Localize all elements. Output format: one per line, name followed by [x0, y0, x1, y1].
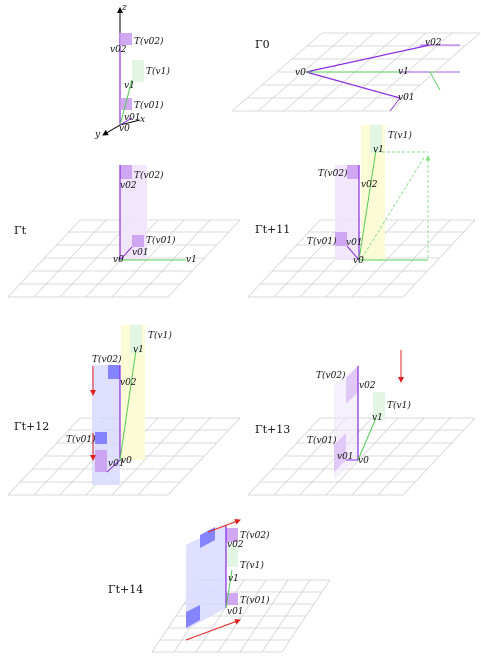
- gt12-cube-v01: [95, 450, 107, 472]
- axis-z-label: z: [121, 3, 127, 13]
- axis-x-label: x: [140, 115, 145, 125]
- panel-axes: z y x T(v02) v02 T(v1) v1 T(v01) v01 v0: [94, 3, 170, 140]
- gt13-label-v0: v0: [358, 456, 369, 466]
- gt12-label-v01: v01: [108, 459, 125, 469]
- label-v0: v0: [119, 124, 130, 134]
- gt13-prism: [334, 366, 358, 479]
- gt14-label-Tv1: T(v1): [240, 560, 264, 571]
- g0-label-v1: v1: [398, 67, 409, 77]
- gt11-label-Tv01: T(v01): [307, 236, 337, 247]
- gt14-label-Tv01: T(v01): [240, 595, 270, 606]
- gt12-label-v0: v0: [121, 456, 132, 466]
- gt14-cube-v01: [226, 593, 238, 605]
- cube-v1: [132, 60, 144, 82]
- g0-label-v0: v0: [295, 68, 306, 78]
- gt-label-v02: v02: [120, 181, 137, 191]
- grid-gammat11: [247, 219, 476, 298]
- gt12-cube-v1: [130, 325, 142, 353]
- gt12-label-v02: v02: [120, 378, 137, 388]
- gt14-label-v1: v1: [228, 574, 239, 584]
- gt13-label-Tv02: T(v02): [316, 370, 346, 381]
- gt14-blue-prism: [186, 525, 226, 630]
- label-v01: v01: [124, 113, 141, 123]
- panel-gamma-t12: Γt+12 T(v1) v1 T(v02): [7, 325, 241, 496]
- label-Tv01: T(v01): [134, 100, 164, 111]
- gt11-label-Tv1: T(v1): [388, 130, 412, 141]
- g0-label-v02: v02: [425, 38, 442, 48]
- gt14-label-v02: v02: [227, 540, 244, 550]
- gt12-label-Tv1: T(v1): [148, 330, 172, 341]
- label-v02: v02: [110, 45, 127, 55]
- label-v1: v1: [124, 81, 135, 91]
- gt14-label-Tv02: T(v02): [240, 530, 270, 541]
- gt12-label-Tv02: T(v02): [92, 354, 122, 365]
- panel-label-gammat: Γt: [14, 224, 27, 237]
- gt-cube-v02: [120, 165, 132, 179]
- panel-label-gammat13: Γt+13: [255, 423, 290, 436]
- gt13-label-v01: v01: [337, 452, 354, 462]
- g0-label-v01: v01: [398, 93, 415, 103]
- gt-label-Tv02: T(v02): [134, 170, 164, 181]
- gt11-label-v0: v0: [353, 256, 364, 266]
- panel-gamma-t14: Γt+14 T(v02) v02 T(v1) v1: [108, 518, 331, 653]
- gt-label-v01: v01: [132, 248, 149, 258]
- gt11-cube-v1: [370, 125, 382, 153]
- gt13-label-Tv1: T(v1): [387, 400, 411, 411]
- gt-cube-v01: [132, 235, 144, 247]
- gt-label-v0: v0: [113, 255, 124, 265]
- label-Tv02: T(v02): [134, 36, 164, 47]
- panel-label-gamma0: Γ0: [255, 38, 270, 51]
- axis-y-label: y: [94, 130, 101, 140]
- cube-v02: [120, 33, 132, 45]
- gt12-label-v1: v1: [133, 345, 144, 355]
- panel-label-gammat11: Γt+11: [255, 223, 290, 236]
- panel-gamma-t11: Γt+11 T(v1) v1 T(v02: [247, 125, 476, 298]
- gt11-label-v02: v02: [361, 180, 378, 190]
- gt11-cube-v02: [347, 165, 359, 179]
- panel-gamma-0: Γ0 v0 v02 v1 v01: [231, 32, 481, 112]
- panel-label-gammat14: Γt+14: [108, 583, 143, 596]
- panel-gamma-t13: Γt+13 T(v02) v02 T(v1) v1 T(v01): [247, 350, 476, 496]
- gt14-cube-v02: [226, 528, 238, 542]
- panel-label-gammat12: Γt+12: [14, 420, 49, 433]
- gt13-label-v1: v1: [372, 413, 383, 423]
- gt13-label-v02: v02: [359, 381, 376, 391]
- gt11-cube-v01: [335, 232, 347, 246]
- gt14-cube-v1: [226, 545, 238, 567]
- gt11-label-v01: v01: [346, 238, 363, 248]
- gt13-cube-v1: [373, 392, 385, 420]
- panel-gamma-t: Γt T(v02) v02 T(v01) v01 v0 v1: [7, 165, 241, 298]
- gt12-label-Tv01: T(v01): [66, 434, 96, 445]
- gt11-label-v1: v1: [373, 145, 384, 155]
- gt13-label-Tv01: T(v01): [307, 435, 337, 446]
- gt-label-Tv01: T(v01): [146, 235, 176, 246]
- gt-label-v1: v1: [186, 255, 197, 265]
- gt12-blue-cube-low: [95, 432, 107, 444]
- label-Tv1: T(v1): [146, 66, 170, 77]
- gt14-blue-cube-low: [186, 605, 200, 628]
- gt12-blue-cube-top: [108, 365, 120, 379]
- gt11-label-Tv02: T(v02): [318, 168, 348, 179]
- gt14-blue-cube-top: [200, 527, 215, 548]
- gt14-label-v01: v01: [227, 607, 244, 617]
